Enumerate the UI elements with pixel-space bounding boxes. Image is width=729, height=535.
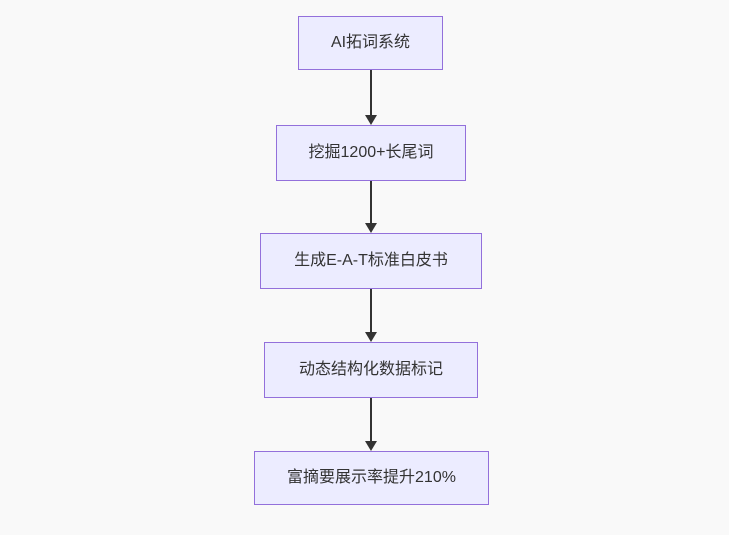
arrow-down-icon xyxy=(365,332,377,342)
edge-arrow xyxy=(365,289,377,342)
node-ai-word-expansion-system: AI拓词系统 xyxy=(298,16,443,70)
node-label: 生成E-A-T标准白皮书 xyxy=(294,252,448,270)
edge-line xyxy=(370,289,372,332)
arrow-down-icon xyxy=(365,441,377,451)
edge-arrow xyxy=(365,70,377,125)
node-rich-snippet-rate-boost: 富摘要展示率提升210% xyxy=(254,451,489,505)
arrow-down-icon xyxy=(365,115,377,125)
node-label: 富摘要展示率提升210% xyxy=(287,469,456,487)
arrow-down-icon xyxy=(365,223,377,233)
edge-arrow xyxy=(365,398,377,451)
node-label: 动态结构化数据标记 xyxy=(298,361,443,379)
edge-line xyxy=(370,181,372,223)
node-label: AI拓词系统 xyxy=(330,34,411,52)
edge-line xyxy=(370,70,372,115)
node-label: 挖掘1200+长尾词 xyxy=(308,144,434,162)
node-mine-longtail-keywords: 挖掘1200+长尾词 xyxy=(276,125,466,181)
node-dynamic-structured-data-markup: 动态结构化数据标记 xyxy=(264,342,478,398)
node-generate-eat-whitepaper: 生成E-A-T标准白皮书 xyxy=(260,233,482,289)
edge-line xyxy=(370,398,372,441)
edge-arrow xyxy=(365,181,377,233)
